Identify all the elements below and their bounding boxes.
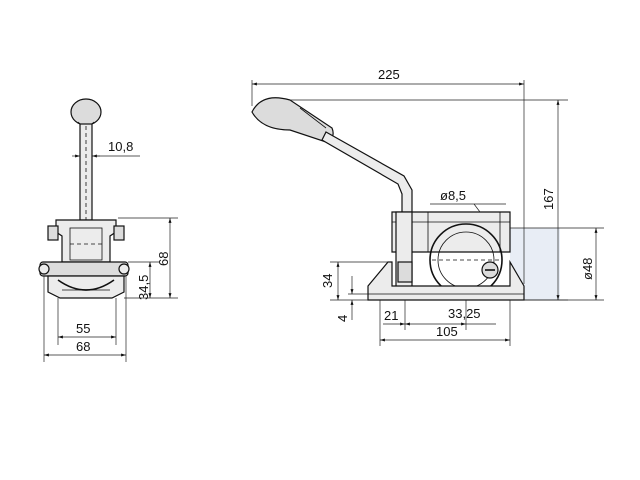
label-tube-diameter: ø48	[580, 258, 595, 280]
dim-hole-diameter: ø8,5	[430, 188, 506, 213]
handle-grip	[251, 97, 334, 143]
label-overall-length: 225	[378, 67, 400, 82]
label-outer-width: 68	[76, 339, 90, 354]
front-view: 10,8 68 34,5 55 68	[38, 98, 178, 362]
clamp-bottom-body	[47, 275, 125, 299]
dim-base-height: 34	[320, 261, 390, 301]
handle-arm	[321, 131, 413, 223]
dim-offsets: 21 33,25	[379, 300, 496, 346]
clamp-pin	[39, 261, 129, 277]
label-base-length: 105	[436, 324, 458, 339]
dim-clamp-height: 68	[118, 217, 178, 299]
side-view: 225 167 ø48 ø8,5 34	[251, 67, 604, 346]
dim-base-length: 105	[380, 300, 511, 346]
dim-rod-diameter: 10,8	[72, 139, 140, 158]
clamp-top-body	[55, 219, 117, 263]
dim-pin-height: 34,5	[128, 261, 160, 300]
dim-overall-length: 225	[251, 67, 525, 284]
label-inner-width: 55	[76, 321, 90, 336]
label-plate-thickness: 4	[335, 315, 350, 322]
label-hole-diameter: ø8,5	[440, 188, 466, 203]
label-base-height: 34	[320, 274, 335, 288]
label-overall-height: 167	[541, 188, 556, 210]
handle-knob	[70, 98, 102, 126]
label-rod-diameter: 10,8	[108, 139, 133, 154]
label-clamp-height: 68	[156, 252, 171, 266]
label-offset-center: 33,25	[448, 306, 481, 321]
label-offset-left: 21	[384, 308, 398, 323]
dim-plate-thickness: 4	[335, 276, 368, 322]
dim-inner-width: 55	[57, 298, 117, 345]
label-pin-height: 34,5	[136, 275, 151, 300]
side-rod	[395, 211, 413, 297]
dim-tube-diameter: ø48	[510, 227, 604, 301]
dim-outer-width: 68	[43, 276, 127, 362]
